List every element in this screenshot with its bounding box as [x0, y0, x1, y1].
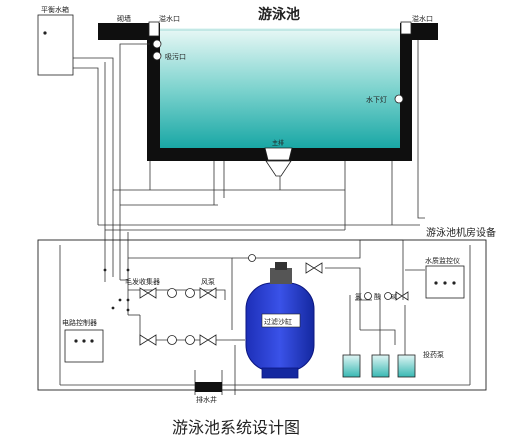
- machine-room: [37, 239, 487, 391]
- underwater-light-label: 水下灯: [366, 95, 387, 104]
- electric-controller-label: 电路控制器: [62, 318, 97, 327]
- upper-equipment-row: [139, 287, 217, 299]
- acid-label: 酸: [374, 292, 381, 301]
- skimmer-label: 溢水口: [159, 14, 180, 23]
- pool-water: [160, 28, 400, 148]
- suction-label: 吸污口: [165, 53, 186, 61]
- chlorine-label: 氯: [355, 292, 362, 301]
- drain-well-label: 排水井: [196, 395, 217, 404]
- valve-dots: [103, 268, 130, 312]
- filter-valves: [248, 254, 323, 274]
- suction-fitting-1: [152, 39, 162, 49]
- diagram-caption: 游泳池系统设计图: [172, 418, 300, 437]
- suction-fitting-2: [152, 51, 162, 61]
- chemical-beakers: [342, 354, 416, 378]
- pool-wall: [98, 23, 438, 161]
- chemical-valves: [364, 291, 409, 301]
- balance-tank-label: 平衡水箱: [41, 5, 69, 14]
- skimmer-box: [148, 21, 160, 37]
- sand-filter-label: 过滤沙缸: [264, 317, 292, 326]
- pool: [98, 23, 438, 161]
- drain-well: [195, 382, 222, 392]
- pump-label: 风泵: [201, 278, 215, 286]
- pool-title: 游泳池: [258, 6, 300, 23]
- main-drain-label: 主排: [272, 139, 284, 147]
- electric-controller: [64, 329, 104, 363]
- sand-filter: [245, 262, 315, 379]
- hair-collector-label: 毛发收集器: [125, 277, 160, 286]
- machine-room-label: 游泳池机房设备: [426, 226, 496, 239]
- pool-edge-label: 砌墙: [117, 14, 131, 23]
- underwater-light: [394, 94, 404, 104]
- alkali-label: 碱: [391, 294, 397, 301]
- balance-tank: [37, 14, 74, 76]
- chemical-pump-label: 投药泵: [423, 350, 444, 359]
- water-quality-label: 水质监控仪: [425, 256, 460, 265]
- overflow-right-label: 溢水口: [412, 14, 433, 23]
- main-drain: [264, 147, 293, 161]
- overflow-right-box: [400, 21, 412, 35]
- main-drain-sump: [265, 160, 292, 177]
- lower-equipment-row: [139, 334, 217, 346]
